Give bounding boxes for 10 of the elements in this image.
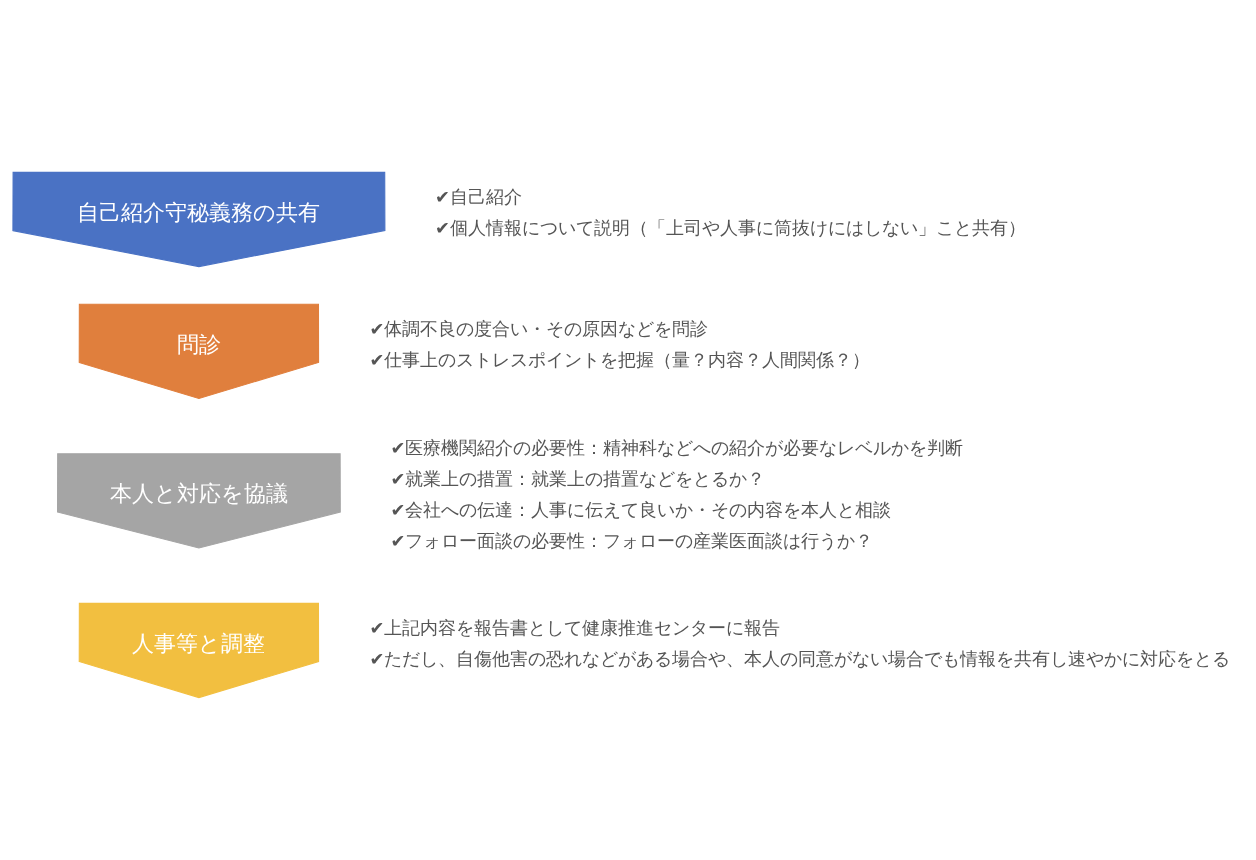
node-label: ✔仕事上のストレスポイントを把握（量？内容？人間関係？） — [369, 350, 871, 371]
node-label: ✔医療機関紹介の必要性：精神科などへの紹介が必要なレベルかを判断 — [390, 437, 964, 458]
node-label: ✔会社への伝達：人事に伝えて良いか・その内容を本人と相談 — [390, 499, 892, 520]
node-label: ✔フォロー面談の必要性：フォローの産業医面談は行うか？ — [390, 530, 874, 551]
node-label: ✔上記内容を報告書として健康推進センターに報告 — [369, 618, 781, 639]
node-label: ✔個人情報について説明（「上司や人事に筒抜けにはしない」こと共有） — [434, 218, 1026, 239]
node-label: ✔体調不良の度合い・その原因などを問診 — [369, 319, 709, 340]
node-label: ✔自己紹介 — [434, 187, 522, 208]
node-label: ✔ただし、自傷他害の恐れなどがある場合や、本人の同意がない場合でも情報を共有し速やかに対応をとる — [369, 649, 1231, 670]
node-label: ✔就業上の措置：就業上の措置などをとるか？ — [390, 468, 766, 489]
